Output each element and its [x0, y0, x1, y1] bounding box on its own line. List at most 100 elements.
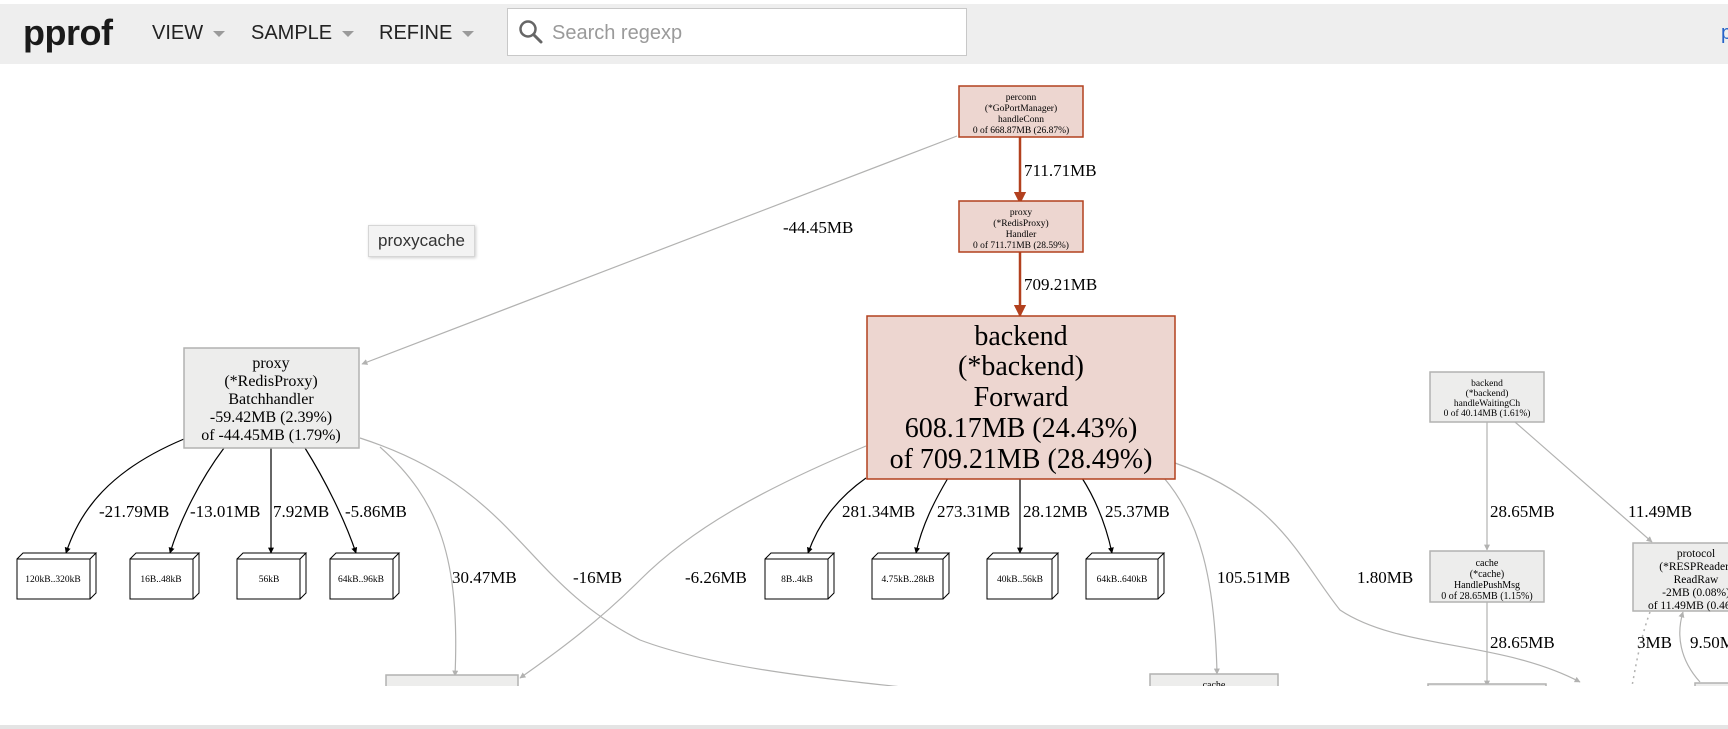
svg-text:cache: cache — [1476, 558, 1499, 569]
node-readraw[interactable]: protocol (*RESPReader) ReadRaw -2MB (0.0… — [1632, 542, 1728, 612]
alloc-box[interactable]: 120kB..320kB — [16, 552, 98, 600]
node-handlewaiting[interactable]: backend (*backend) handleWaitingCh 0 of … — [1429, 371, 1545, 423]
svg-text:8B..4kB: 8B..4kB — [781, 575, 813, 585]
node-cut-left[interactable] — [385, 674, 519, 686]
alloc-box[interactable]: 40kB..56kB — [986, 552, 1060, 600]
alloc-box[interactable]: 64kB..96kB — [329, 552, 401, 600]
edge-forward-box6[interactable] — [914, 477, 949, 554]
svg-text:backend: backend — [974, 321, 1067, 352]
edge-forward-right[interactable] — [1174, 462, 1581, 683]
edge-label: 711.71MB — [1024, 161, 1097, 180]
edge-label: -6.26MB — [685, 568, 747, 587]
svg-text:of 11.49MB (0.46%): of 11.49MB (0.46%) — [1648, 600, 1728, 612]
svg-text:(*backend): (*backend) — [958, 351, 1084, 382]
svg-text:40kB..56kB: 40kB..56kB — [997, 575, 1043, 585]
svg-text:608.17MB (24.43%): 608.17MB (24.43%) — [905, 413, 1138, 444]
edge-label: 30.47MB — [452, 568, 517, 587]
svg-text:64kB..96kB: 64kB..96kB — [338, 575, 384, 585]
caret-down-icon — [462, 30, 475, 37]
svg-text:proxy: proxy — [1010, 208, 1032, 218]
edge-label: 28.65MB — [1490, 502, 1555, 521]
node-handlepush[interactable]: cache (*cache) HandlePushMsg 0 of 28.65M… — [1429, 550, 1545, 603]
caret-down-icon — [342, 30, 355, 37]
edge-batch-box2[interactable] — [168, 447, 225, 554]
edge-label: 28.65MB — [1490, 633, 1555, 652]
svg-text:of 709.21MB (28.49%): of 709.21MB (28.49%) — [890, 444, 1153, 475]
svg-text:Batchhandler: Batchhandler — [228, 391, 314, 408]
edge-label: -13.01MB — [190, 502, 260, 521]
svg-text:perconn: perconn — [1006, 93, 1037, 103]
edges — [64, 135, 1701, 686]
edge-label: 1.80MB — [1357, 568, 1413, 587]
svg-text:0 of 711.71MB (28.59%): 0 of 711.71MB (28.59%) — [973, 240, 1069, 251]
alloc-box[interactable]: 16B..48kB — [129, 552, 201, 600]
edge-handlewaiting-readraw[interactable] — [1514, 421, 1653, 543]
svg-text:16B..48kB: 16B..48kB — [140, 575, 181, 585]
sample-menu[interactable]: SAMPLE — [251, 22, 355, 45]
node-batchhandler[interactable]: proxy (*RedisProxy) Batchhandler -59.42M… — [183, 347, 360, 449]
view-menu[interactable]: VIEW — [152, 22, 226, 45]
edge-batch-box1[interactable] — [64, 438, 185, 554]
edge-batch-right[interactable] — [359, 437, 930, 686]
node-cache-bottom[interactable]: cache — [1149, 673, 1279, 686]
svg-text:4.75kB..28kB: 4.75kB..28kB — [881, 575, 934, 585]
edge-readraw-3mb[interactable] — [1631, 611, 1651, 686]
edge-forward-left[interactable] — [519, 445, 867, 679]
edge-forward-box5[interactable] — [806, 477, 867, 554]
svg-text:protocol: protocol — [1677, 548, 1715, 560]
svg-text:64kB..640kB: 64kB..640kB — [1097, 575, 1148, 585]
svg-text:(*backend): (*backend) — [1466, 388, 1509, 399]
svg-text:0 of 668.87MB (26.87%): 0 of 668.87MB (26.87%) — [973, 125, 1069, 136]
pprof-logo: pprof — [23, 12, 113, 53]
svg-text:backend: backend — [1471, 379, 1503, 389]
alloc-box[interactable]: 4.75kB..28kB — [871, 552, 951, 600]
status-divider — [0, 725, 1728, 729]
svg-text:-59.42MB (2.39%): -59.42MB (2.39%) — [210, 409, 332, 426]
edge-label: 25.37MB — [1105, 502, 1170, 521]
search-icon — [518, 19, 544, 50]
svg-text:56kB: 56kB — [259, 575, 280, 585]
edge-label: 709.21MB — [1024, 275, 1097, 294]
edge-forward-cache[interactable] — [1163, 477, 1220, 675]
alloc-box[interactable]: 64kB..640kB — [1085, 552, 1166, 600]
top-right-link[interactable]: p — [1721, 22, 1728, 44]
svg-text:HandlePushMsg: HandlePushMsg — [1454, 580, 1520, 591]
svg-text:(*RedisProxy): (*RedisProxy) — [224, 373, 317, 390]
edge-label: 28.12MB — [1023, 502, 1088, 521]
edge-label: -5.86MB — [345, 502, 407, 521]
edge-forward-box8[interactable] — [1081, 477, 1114, 554]
svg-text:proxy: proxy — [252, 355, 289, 372]
svg-text:of -44.45MB (1.79%): of -44.45MB (1.79%) — [201, 427, 341, 444]
alloc-box[interactable]: 8B..4kB — [764, 552, 836, 600]
edge-label: 273.31MB — [937, 502, 1010, 521]
edge-batch-box4[interactable] — [304, 447, 358, 554]
svg-text:(*RESPReader): (*RESPReader) — [1659, 561, 1728, 573]
search-box — [507, 8, 967, 56]
alloc-box[interactable]: 56kB — [236, 552, 308, 600]
svg-text:cache: cache — [1203, 680, 1226, 686]
node-backend-forward[interactable]: backend (*backend) Forward 608.17MB (24.… — [866, 315, 1176, 480]
node-proxy-handler[interactable]: proxy (*RedisProxy) Handler 0 of 711.71M… — [958, 200, 1084, 253]
caret-down-icon — [213, 30, 226, 37]
edge-batch-down[interactable] — [379, 446, 459, 677]
refine-menu-label: REFINE — [379, 22, 453, 44]
svg-text:handleWaitingCh: handleWaitingCh — [1454, 399, 1520, 409]
edge-perconn-batch[interactable] — [361, 135, 958, 365]
svg-text:(*cache): (*cache) — [1470, 569, 1504, 580]
tooltip: proxycache — [368, 225, 475, 257]
svg-text:0 of 28.65MB (1.15%): 0 of 28.65MB (1.15%) — [1441, 591, 1532, 602]
svg-text:120kB..320kB: 120kB..320kB — [25, 575, 80, 585]
call-graph: 711.71MB 709.21MB -44.45MB -21.79MB -13.… — [16, 85, 1728, 686]
svg-text:-2MB (0.08%): -2MB (0.08%) — [1662, 587, 1728, 599]
edge-label: 9.50M — [1690, 633, 1728, 652]
search-input[interactable] — [550, 17, 954, 49]
edge-label: 3MB — [1637, 633, 1672, 652]
sample-menu-label: SAMPLE — [251, 22, 333, 44]
svg-text:Forward: Forward — [974, 382, 1069, 413]
node-cut-right[interactable] — [1427, 682, 1728, 686]
edge-label: 105.51MB — [1217, 568, 1290, 587]
edge-label: -21.79MB — [99, 502, 169, 521]
node-perconn[interactable]: perconn (*GoPortManager) handleConn 0 of… — [958, 85, 1084, 138]
edge-readraw-950[interactable] — [1678, 611, 1701, 683]
refine-menu[interactable]: REFINE — [379, 22, 475, 45]
